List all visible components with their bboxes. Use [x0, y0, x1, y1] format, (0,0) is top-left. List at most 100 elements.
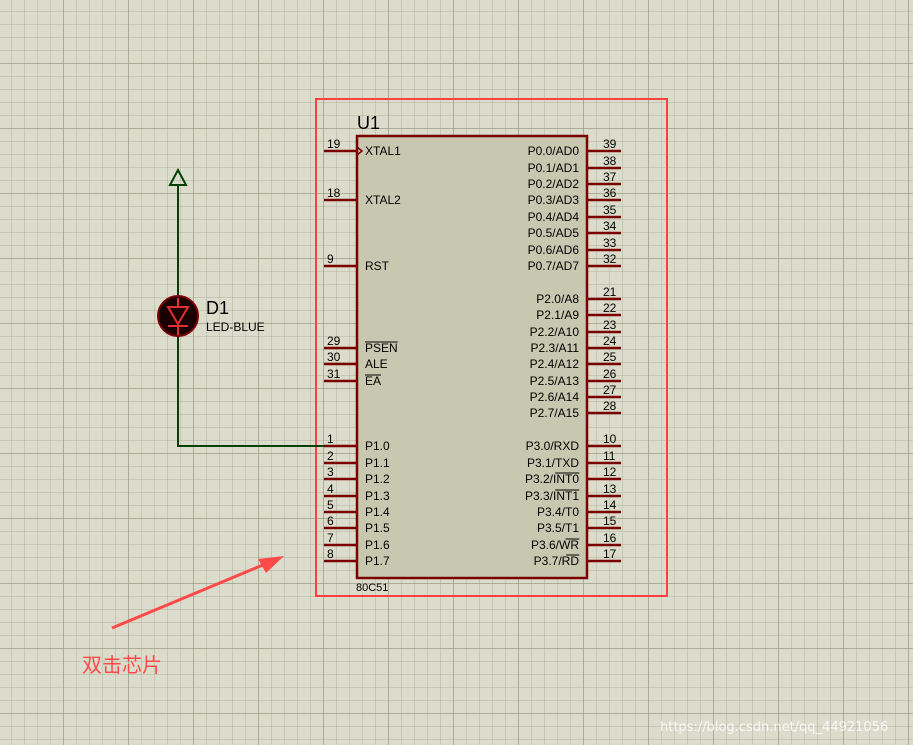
pin-name: P2.1/A9 [536, 308, 579, 322]
pin-number: 21 [603, 285, 617, 299]
pin-number: 25 [603, 350, 617, 364]
pin-name: P1.6 [365, 538, 390, 552]
pin-number: 3 [327, 465, 334, 479]
pin-name: P2.4/A12 [530, 357, 580, 371]
pin-name: P2.2/A10 [530, 325, 580, 339]
pin-number: 17 [603, 547, 617, 561]
chip-body[interactable] [355, 134, 589, 580]
pin-number: 16 [603, 531, 617, 545]
pin-name: P1.1 [365, 456, 390, 470]
pin-name: EA [365, 374, 381, 388]
pin-number: 9 [327, 252, 334, 266]
pin-name: P0.1/AD1 [528, 161, 580, 175]
chip-part-label: 80C51 [356, 582, 388, 594]
pin-number: 35 [603, 203, 617, 217]
pin-number: 26 [603, 367, 617, 381]
pin-name: P3.1/TXD [527, 456, 579, 470]
pin-number: 30 [327, 350, 341, 364]
pin-name: P0.4/AD4 [528, 210, 580, 224]
pin-name: P2.7/A15 [530, 406, 580, 420]
pin-name: P3.5/T1 [537, 521, 579, 535]
pin-number: 22 [603, 301, 617, 315]
pin-number: 6 [327, 514, 334, 528]
pin-number: 36 [603, 186, 617, 200]
pin-name: XTAL2 [365, 193, 401, 207]
pin-number: 10 [603, 432, 617, 446]
annotation-arrow [111, 556, 284, 630]
pin-name: P0.6/AD6 [528, 243, 580, 257]
pin-name: P0.3/AD3 [528, 193, 580, 207]
pin-name: P1.3 [365, 489, 390, 503]
pin-name: P2.0/A8 [536, 292, 579, 306]
pin-name: P1.7 [365, 554, 390, 568]
pin-name: P1.2 [365, 472, 390, 486]
pin-name: P3.4/T0 [537, 505, 579, 519]
pin-name: PSEN [365, 341, 398, 355]
pin-number: 14 [603, 498, 617, 512]
watermark-text: https://blog.csdn.net/qq_44921056 [660, 720, 888, 735]
pin-number: 39 [603, 137, 617, 151]
led-reference-label: D1 [206, 298, 229, 318]
pin-number: 1 [327, 432, 334, 446]
pin-number: 23 [603, 318, 617, 332]
pin-number: 32 [603, 252, 617, 266]
pin-number: 18 [327, 186, 341, 200]
pin-number: 13 [603, 482, 617, 496]
pin-name: P2.5/A13 [530, 374, 580, 388]
clock-input-icon [356, 146, 364, 156]
wire-p10-to-led[interactable] [177, 335, 324, 447]
led-value-label: LED-BLUE [206, 320, 265, 334]
pin-name: P3.7/RD [534, 554, 580, 568]
pin-name: P3.3/INT1 [525, 489, 579, 503]
chip-right-pins: 39P0.0/AD038P0.1/AD137P0.2/AD236P0.3/AD3… [525, 137, 621, 568]
pin-number: 37 [603, 170, 617, 184]
pin-number: 33 [603, 236, 617, 250]
pin-name: XTAL1 [365, 144, 401, 158]
pin-number: 12 [603, 465, 617, 479]
pin-number: 19 [327, 137, 341, 151]
power-terminal-icon[interactable] [168, 167, 188, 186]
led-d1[interactable]: D1 LED-BLUE [157, 295, 265, 337]
